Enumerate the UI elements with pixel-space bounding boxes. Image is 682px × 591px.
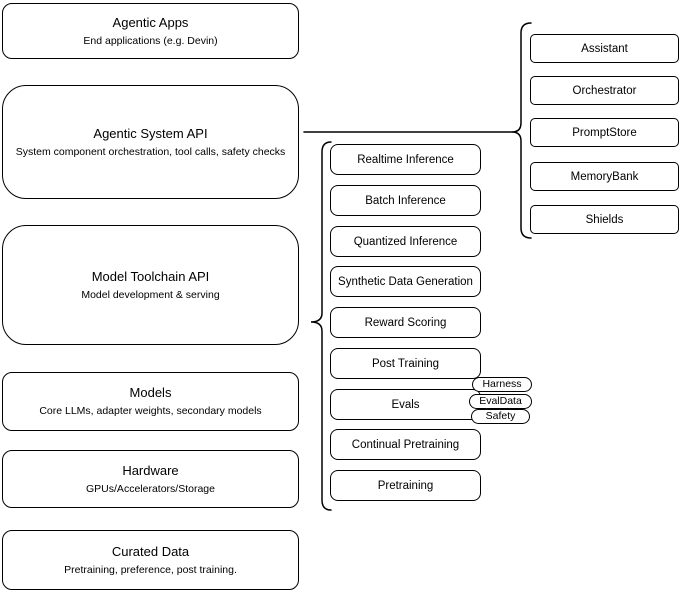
- component-shields: Shields: [530, 205, 679, 234]
- component-memorybank: MemoryBank: [530, 162, 679, 191]
- node-title: Model Toolchain API: [91, 268, 210, 284]
- node-subtitle: GPUs/Accelerators/Storage: [86, 482, 215, 495]
- node-models: Models Core LLMs, adapter weights, secon…: [2, 372, 299, 431]
- toolchain-brace: [310, 141, 332, 511]
- eval-tag-harness: Harness: [472, 377, 532, 392]
- node-title: Hardware: [122, 462, 179, 478]
- node-subtitle: End applications (e.g. Devin): [83, 34, 218, 47]
- toolchain-item-continual-pretraining: Continual Pretraining: [330, 429, 481, 460]
- toolchain-item-quantized-inference: Quantized Inference: [330, 226, 481, 257]
- toolchain-item-pretraining: Pretraining: [330, 470, 481, 501]
- node-title: Agentic System API: [93, 125, 208, 141]
- toolchain-item-synthetic-data-generation: Synthetic Data Generation: [330, 266, 481, 297]
- node-subtitle: Pretraining, preference, post training.: [64, 563, 237, 576]
- node-title: Agentic Apps: [112, 14, 189, 30]
- toolchain-item-post-training: Post Training: [330, 348, 481, 379]
- toolchain-item-realtime-inference: Realtime Inference: [330, 144, 481, 175]
- component-promptstore: PromptStore: [530, 118, 679, 147]
- node-agentic-system-api: Agentic System API System component orch…: [2, 85, 299, 199]
- node-subtitle: Model development & serving: [81, 288, 220, 301]
- node-hardware: Hardware GPUs/Accelerators/Storage: [2, 450, 299, 508]
- node-title: Models: [129, 385, 172, 401]
- node-agentic-apps: Agentic Apps End applications (e.g. Devi…: [2, 3, 299, 59]
- node-subtitle: System component orchestration, tool cal…: [15, 145, 286, 158]
- component-assistant: Assistant: [530, 34, 679, 63]
- node-title: Curated Data: [111, 543, 190, 559]
- node-curated-data: Curated Data Pretraining, preference, po…: [2, 530, 299, 590]
- eval-tag-evaldata: EvalData: [469, 394, 532, 409]
- node-model-toolchain-api: Model Toolchain API Model development & …: [2, 225, 299, 345]
- system-components-brace: [511, 22, 532, 239]
- node-subtitle: Core LLMs, adapter weights, secondary mo…: [39, 405, 262, 417]
- toolchain-item-evals: Evals: [330, 389, 481, 420]
- eval-tag-safety: Safety: [471, 409, 530, 424]
- component-orchestrator: Orchestrator: [530, 76, 679, 105]
- toolchain-item-reward-scoring: Reward Scoring: [330, 307, 481, 338]
- toolchain-item-batch-inference: Batch Inference: [330, 185, 481, 216]
